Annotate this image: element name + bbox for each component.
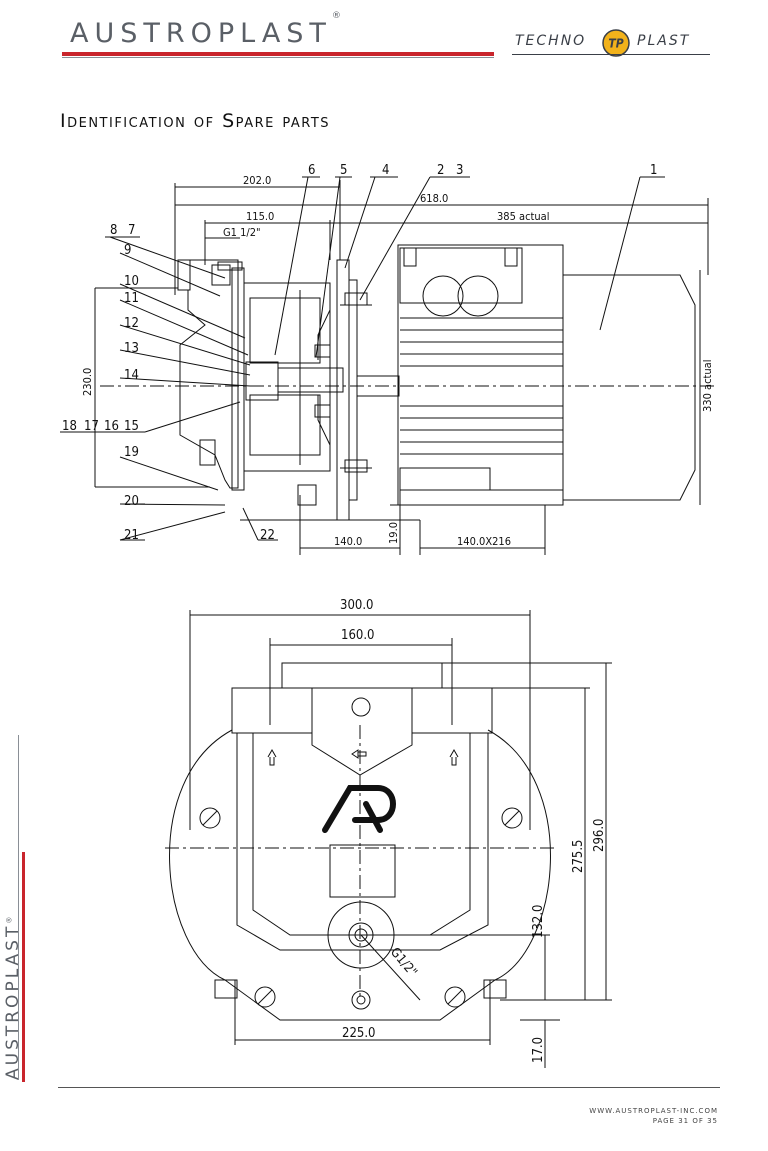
- dimension-132: 132.0: [531, 905, 546, 938]
- brand-underline-grey: [62, 57, 494, 58]
- part-label-11: 11: [124, 291, 139, 306]
- dimension-618: 618.0: [420, 192, 448, 205]
- pump-front-view-drawing: 300.0 160.0 275.5 296.0 132.0 G1/2" 225.…: [165, 598, 612, 1068]
- dimension-300: 300.0: [340, 598, 373, 613]
- motor-fins: [400, 317, 563, 455]
- part-label-12: 12: [124, 316, 139, 331]
- part-label-13: 13: [124, 341, 139, 356]
- dimension-140x216: 140.0X216: [457, 535, 511, 548]
- part-label-4: 4: [382, 163, 389, 178]
- dimension-275-5: 275.5: [571, 840, 586, 873]
- part-label-1: 1: [650, 163, 657, 178]
- dimension-160: 160.0: [341, 628, 374, 643]
- side-divider-red: [22, 852, 25, 1082]
- partner-name-left: TECHNO: [515, 33, 587, 49]
- part-label-19: 19: [124, 445, 139, 460]
- part-label-15: 15: [124, 419, 139, 434]
- dimension-225: 225.0: [342, 1026, 375, 1041]
- partner-name-right: PLAST: [637, 33, 691, 49]
- side-divider-grey: [18, 735, 19, 1080]
- technoplast-logo-icon: TP: [602, 29, 630, 57]
- dimension-19: 19.0: [387, 522, 400, 544]
- dimension-17: 17.0: [531, 1037, 546, 1063]
- dimension-202: 202.0: [243, 174, 271, 187]
- page-title: Identification of Spare parts: [60, 110, 331, 132]
- part-label-14: 14: [124, 368, 139, 383]
- side-registered-mark: ®: [5, 916, 14, 924]
- part-label-10: 10: [124, 274, 139, 289]
- dimension-230: 230.0: [81, 368, 94, 396]
- part-label-5: 5: [340, 163, 347, 178]
- part-label-17: 17: [84, 419, 99, 434]
- part-label-18: 18: [62, 419, 77, 434]
- partner-underline: [512, 54, 710, 55]
- austroplast-mark-icon: [322, 785, 396, 833]
- dimension-330-actual: 330 actual: [701, 360, 714, 413]
- footer-website-link[interactable]: www.austroplast-inc.com: [589, 1107, 718, 1115]
- side-brand-name: AUSTROPLAST: [3, 923, 23, 1080]
- part-label-16: 16: [104, 419, 119, 434]
- dimension-140: 140.0: [334, 535, 362, 548]
- dimension-g1-thread: G1 1/2": [223, 226, 261, 239]
- brand-name: AUSTROPLAST: [70, 18, 332, 49]
- part-label-20: 20: [124, 494, 139, 509]
- registered-mark: ®: [331, 11, 341, 21]
- brand-logo: AUSTROPLAST®: [70, 11, 341, 49]
- part-label-6: 6: [308, 163, 315, 178]
- part-label-3: 3: [456, 163, 463, 178]
- part-label-22: 22: [260, 528, 275, 543]
- part-label-8: 8: [110, 223, 117, 238]
- page-header: AUSTROPLAST® TECHNO TP PLAST: [0, 0, 768, 70]
- part-label-9: 9: [124, 243, 131, 258]
- footer-divider: [58, 1087, 720, 1088]
- dimension-385-actual: 385 actual: [497, 210, 550, 223]
- part-label-7: 7: [128, 223, 135, 238]
- part-label-2: 2: [437, 163, 444, 178]
- part-label-21: 21: [124, 528, 139, 543]
- dimension-115: 115.0: [246, 210, 274, 223]
- footer-page-number: Page 31 of 35: [652, 1117, 718, 1125]
- pump-side-view-drawing: 6 5 4 2 3 1 8 7 9 10 11 12 13 14 18 17 1…: [60, 163, 718, 555]
- brand-underline-red: [62, 52, 494, 56]
- dimension-296: 296.0: [592, 819, 607, 852]
- partner-logo-text: TP: [608, 37, 623, 51]
- side-brand-logo: AUSTROPLAST®: [3, 917, 23, 1080]
